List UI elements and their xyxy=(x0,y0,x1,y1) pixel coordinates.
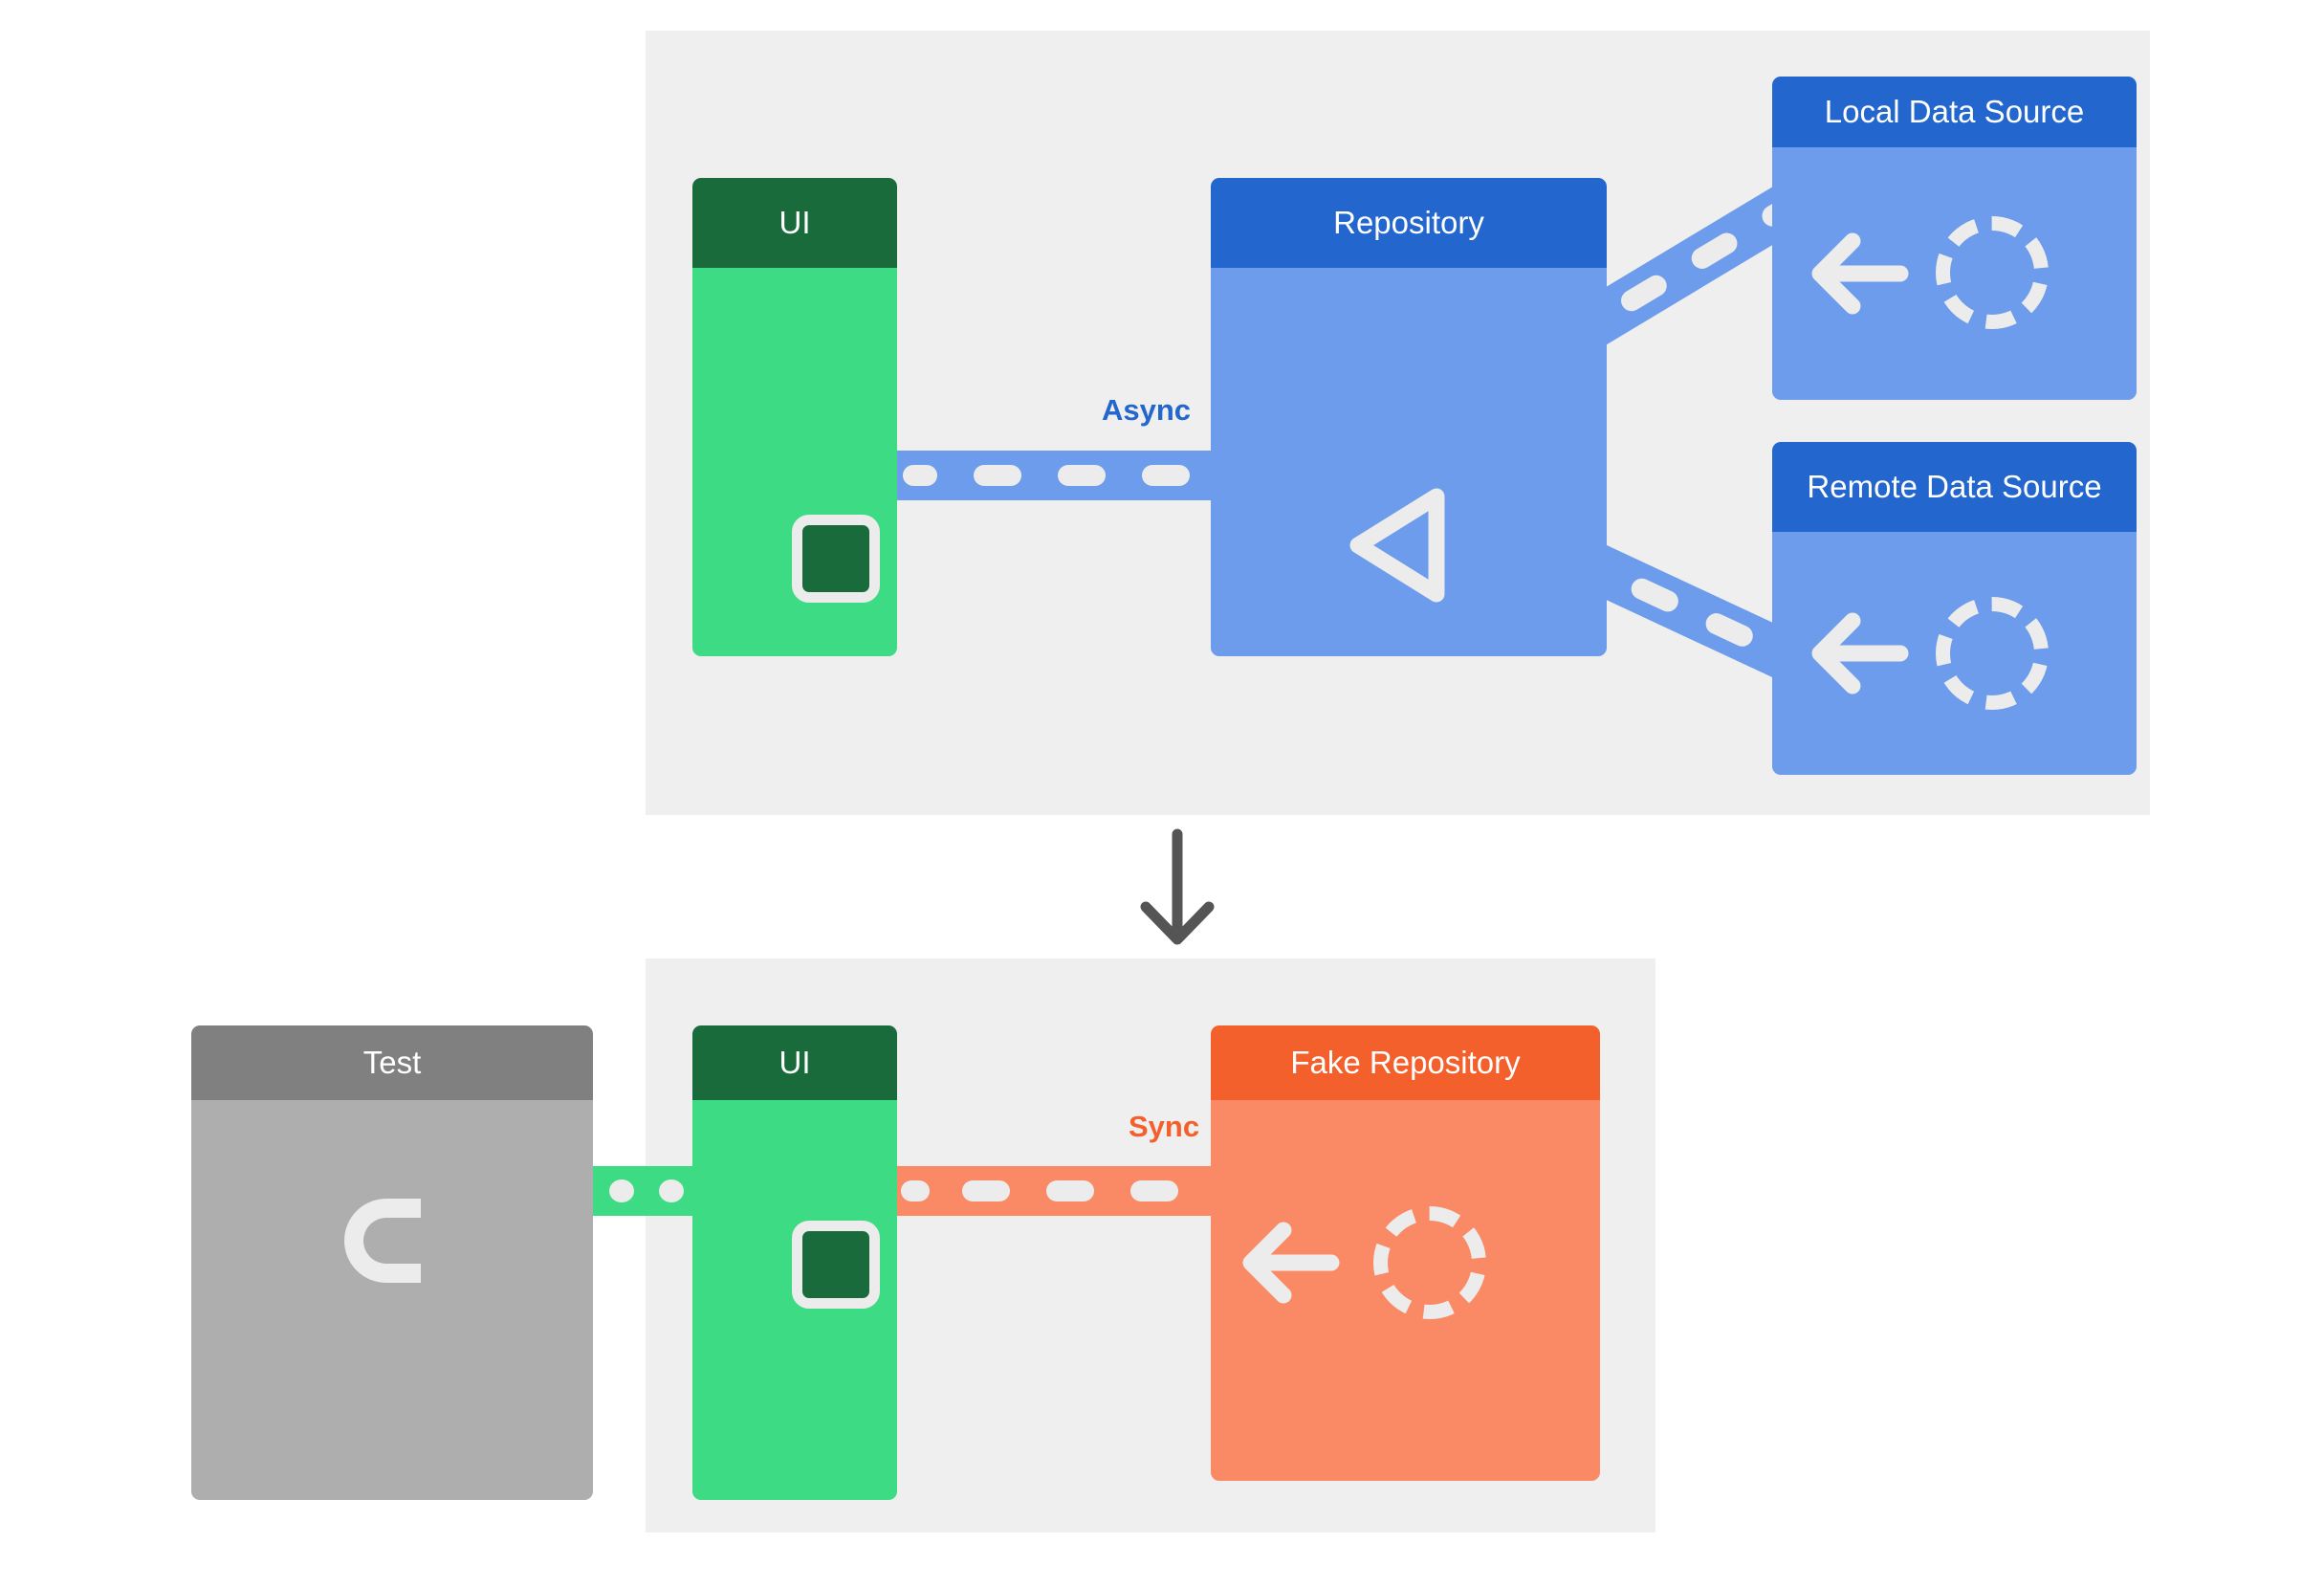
card-title: Test xyxy=(191,1025,593,1100)
card-body xyxy=(191,1100,593,1500)
card-title: UI xyxy=(692,1025,897,1100)
down-arrow-icon xyxy=(1138,828,1217,947)
card-title: Fake Repository xyxy=(1211,1025,1600,1100)
card-body xyxy=(1211,268,1607,656)
card-local-data-source[interactable]: Local Data Source xyxy=(1772,77,2137,400)
triangle-port-icon xyxy=(1345,483,1450,607)
dashed-circle-icon xyxy=(1936,216,2049,329)
card-body xyxy=(692,1100,897,1500)
card-title: Local Data Source xyxy=(1772,77,2137,147)
card-title: UI xyxy=(692,178,897,268)
dashed-circle-icon xyxy=(1936,597,2049,710)
async-label: Async xyxy=(1102,393,1192,427)
card-body xyxy=(1211,1100,1600,1481)
sync-label: Sync xyxy=(1129,1110,1200,1143)
dashed-circle-icon xyxy=(1373,1206,1486,1319)
left-arrow-icon xyxy=(1239,1211,1340,1314)
card-fake-repository[interactable]: Fake Repository xyxy=(1211,1025,1600,1481)
card-ui-production[interactable]: UI xyxy=(692,178,897,656)
plug-connector-icon xyxy=(792,1221,880,1309)
card-repository[interactable]: Repository xyxy=(1211,178,1607,656)
card-title: Remote Data Source xyxy=(1772,442,2137,532)
card-remote-data-source[interactable]: Remote Data Source xyxy=(1772,442,2137,775)
card-title: Repository xyxy=(1211,178,1607,268)
card-ui-test[interactable]: UI xyxy=(692,1025,897,1500)
left-arrow-icon xyxy=(1809,222,1909,325)
left-arrow-icon xyxy=(1809,602,1909,705)
socket-connector-icon xyxy=(344,1199,421,1283)
card-body xyxy=(1772,532,2137,775)
plug-connector-icon xyxy=(792,515,880,603)
card-test[interactable]: Test xyxy=(191,1025,593,1500)
card-body xyxy=(1772,147,2137,400)
card-body xyxy=(692,268,897,656)
